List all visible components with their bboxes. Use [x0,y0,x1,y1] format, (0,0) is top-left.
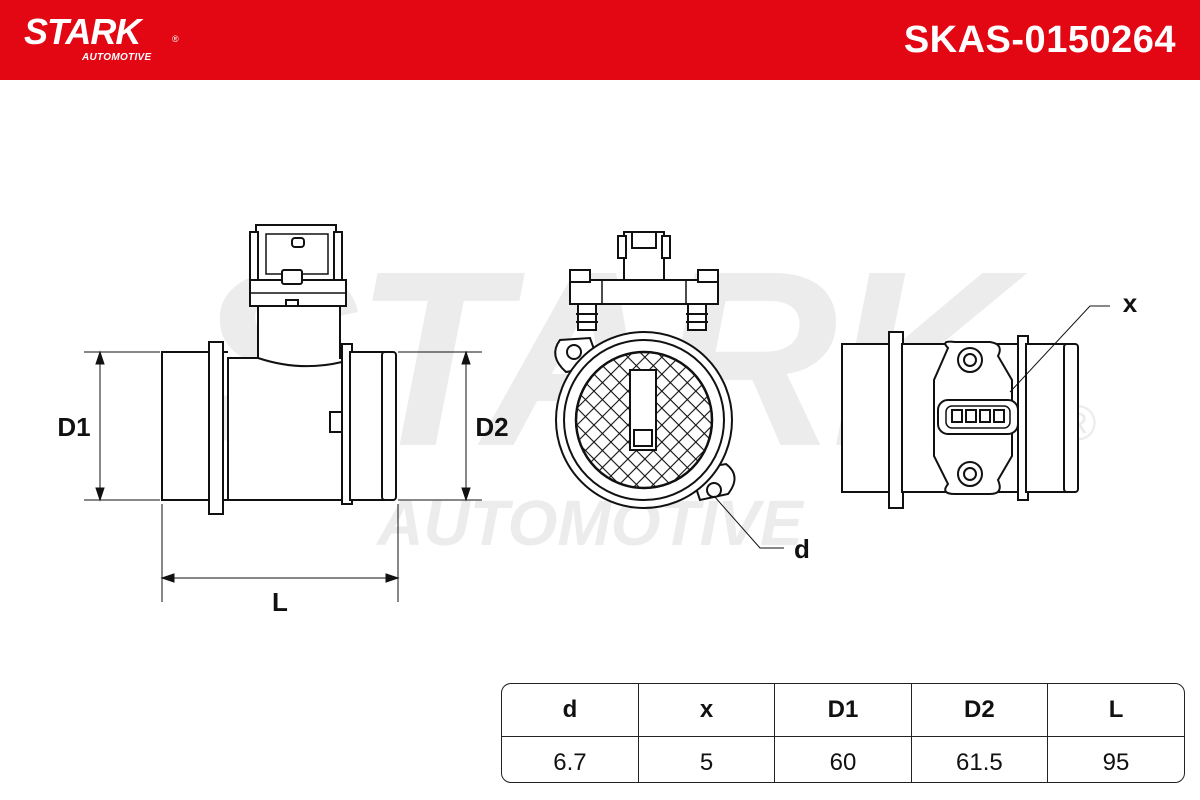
connector-leader-x [1009,305,1110,393]
front-leader-d [713,495,784,549]
front-view [554,231,736,509]
header-bar: STARK ® AUTOMOTIVE SKAS-0150264 [0,0,1200,80]
side-dimensions [84,350,482,602]
label-D1: D1 [57,412,90,442]
logo-subtitle: AUTOMOTIVE [82,52,152,63]
spec-header-L: L [1047,684,1184,737]
spec-value-L: 95 [1102,749,1130,776]
label-x: x [1123,288,1138,318]
spec-table: d x D1 D2 L 6.7 5 60 61.5 95 [501,683,1185,783]
spec-header-x: x [638,684,776,737]
spec-header-d: d [502,684,639,737]
spec-table-value-row: 6.7 5 60 61.5 95 [502,736,1184,782]
spec-value-d: 6.7 [502,736,639,782]
spec-header-D1: D1 [774,684,912,737]
label-L: L [272,587,288,617]
logo-brand: STARK [24,11,141,52]
technical-drawing: STARK AUTOMOTIVE ® [57,219,1138,617]
watermark-subtitle: AUTOMOTIVE [375,487,805,559]
label-d: d [794,534,810,564]
connector-view [841,331,1079,509]
spec-value-x: 5 [638,736,776,782]
side-view [161,224,397,515]
spec-header-D2: D2 [911,684,1049,737]
stark-logo: STARK ® AUTOMOTIVE [24,11,179,63]
spec-table-header-row: d x D1 D2 L [502,684,1184,737]
logo-registered-mark: ® [172,34,179,44]
label-D2: D2 [475,412,508,442]
spec-value-D1: 60 [774,736,912,782]
part-number: SKAS-0150264 [903,19,1176,61]
spec-value-D2: 61.5 [911,736,1049,782]
